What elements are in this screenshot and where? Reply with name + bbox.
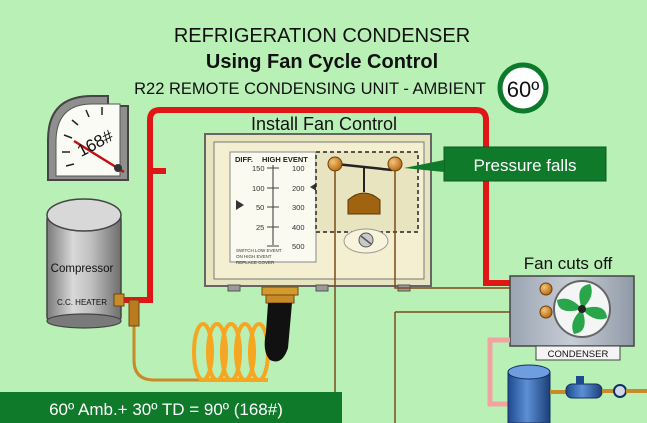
high-tick-300: 300 xyxy=(292,203,305,212)
diff-tick-25: 25 xyxy=(256,223,264,232)
diff-pointer-icon xyxy=(236,200,244,210)
high-tick-200: 200 xyxy=(292,184,305,193)
compressor-heater-label: C.C. HEATER xyxy=(57,298,107,307)
fan-cuts-off-text: Fan cuts off xyxy=(524,254,613,273)
control-small-text-1: SWITCH LOW EVENT xyxy=(236,248,282,253)
title-line-3: R22 REMOTE CONDENSING UNIT - AMBIENT xyxy=(134,80,486,98)
condenser-label: CONDENSER xyxy=(548,349,609,360)
capillary-coil xyxy=(192,322,270,382)
diff-tick-150: 150 xyxy=(252,164,265,173)
fan-terminal-bottom xyxy=(539,305,553,319)
control-small-text-2: ON HIGH EVENT xyxy=(236,254,272,259)
compressor-fitting xyxy=(113,293,125,307)
sight-glass-icon xyxy=(613,384,627,398)
condenser-unit: CONDENSER xyxy=(509,275,635,361)
high-tick-500: 500 xyxy=(292,242,305,251)
fan-terminal-top xyxy=(539,282,553,296)
diff-tick-100: 100 xyxy=(252,184,265,193)
contact-terminal-right xyxy=(387,156,403,172)
capillary-tube xyxy=(132,300,200,382)
pressure-gauge: 168# xyxy=(47,95,129,181)
liquid-line xyxy=(487,337,510,407)
diff-label: DIFF. xyxy=(235,155,253,164)
bellows xyxy=(347,192,381,215)
receiver-tank xyxy=(507,364,551,423)
filter-drier xyxy=(565,376,647,399)
callout-pointer xyxy=(404,160,444,172)
high-tick-100: 100 xyxy=(292,164,305,173)
fan-control-box: DIFF. HIGH EVENT 150 100 50 25 100 200 3… xyxy=(204,133,432,292)
ambient-badge xyxy=(497,62,549,114)
high-tick-400: 400 xyxy=(292,223,305,232)
formula-banner xyxy=(0,392,342,423)
title-line-2: Using Fan Cycle Control xyxy=(206,51,438,73)
pressure-falls-text: Pressure falls xyxy=(474,156,577,175)
control-small-text-3: REPLACE COVER xyxy=(236,260,275,265)
pressure-hose xyxy=(264,303,292,362)
discharge-line xyxy=(120,107,510,303)
compressor: Compressor C.C. HEATER xyxy=(46,198,122,329)
title-line-1: REFRIGERATION CONDENSER xyxy=(174,25,470,47)
high-event-label: HIGH EVENT xyxy=(262,155,308,164)
control-title: Install Fan Control xyxy=(251,114,397,134)
diff-tick-50: 50 xyxy=(256,203,264,212)
compressor-label: Compressor xyxy=(51,263,114,275)
contact-terminal-left xyxy=(327,156,343,172)
ambient-temperature: 60º xyxy=(507,77,540,102)
formula-text: 60º Amb.+ 30º TD = 90º (168#) xyxy=(49,400,283,419)
